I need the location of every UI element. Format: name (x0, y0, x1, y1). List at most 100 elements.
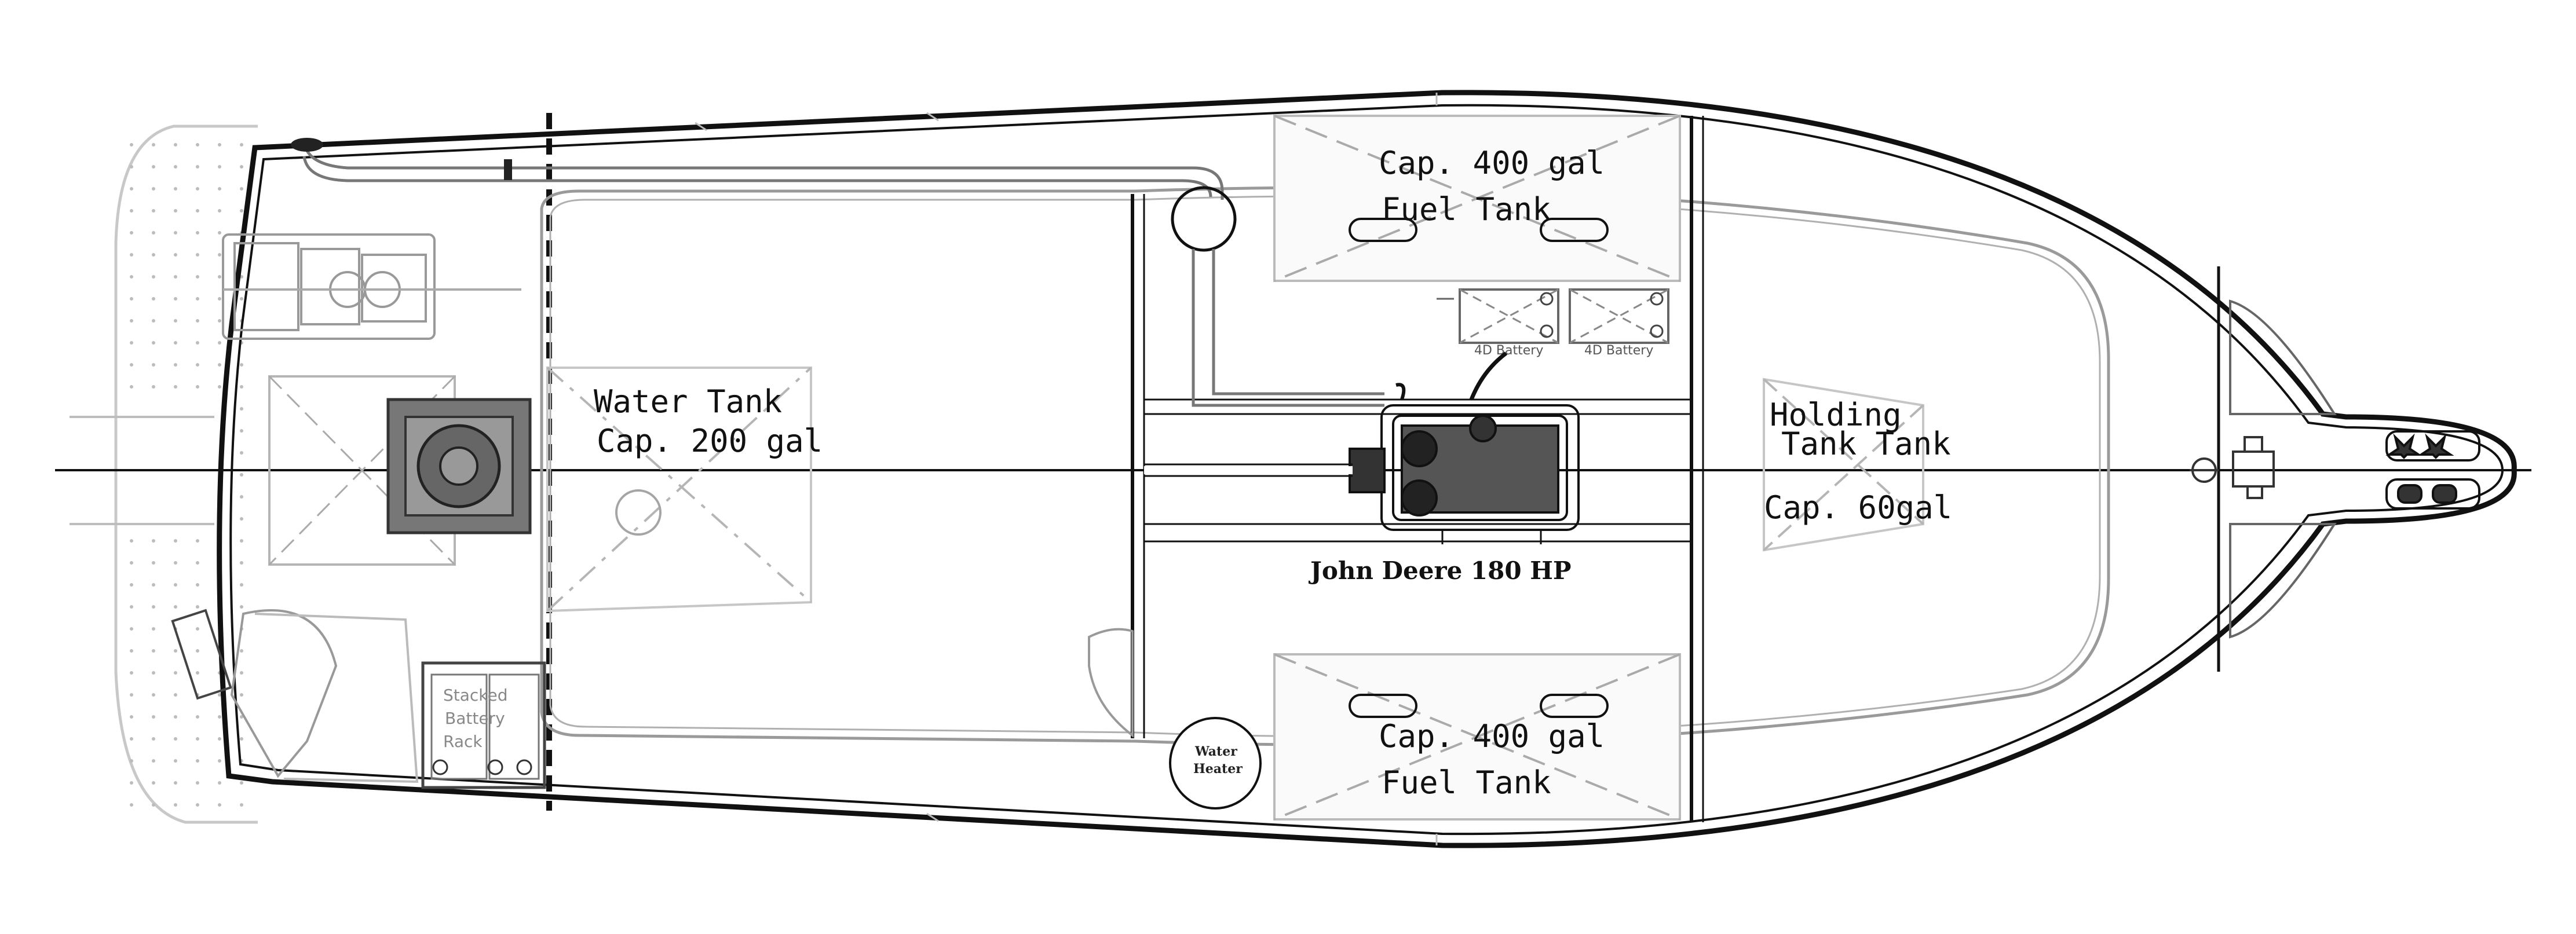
platform-stipple-dot (196, 539, 199, 543)
platform-stipple-dot (240, 451, 243, 455)
platform-stipple-dot (152, 627, 155, 631)
platform-stipple-dot (240, 187, 243, 191)
platform-stipple-dot (196, 275, 199, 279)
platform-stipple-dot (174, 385, 177, 389)
holding-tank-capacity: Cap. 60gal (1764, 489, 1952, 526)
platform-stipple-dot (196, 671, 199, 675)
holding-tank: Holding Tank Tank Cap. 60gal (1763, 378, 1952, 552)
platform-stipple-dot (196, 187, 199, 191)
platform-stipple-dot (196, 385, 199, 389)
platform-stipple-dot (240, 429, 243, 433)
platform-stipple-dot (240, 605, 243, 609)
platform-stipple-dot (218, 187, 221, 191)
swim-platform (70, 124, 258, 824)
water-heater-label-line1: Water (1194, 744, 1237, 759)
platform-stipple-dot (174, 187, 177, 191)
platform-stipple-dot (218, 297, 221, 301)
platform-stipple-dot (196, 781, 199, 785)
platform-stipple-dot (240, 561, 243, 565)
battery-rack-label-line1: Stacked (443, 686, 508, 705)
battery-rack-label-line3: Rack (443, 732, 483, 751)
anchor-locker (2229, 299, 2337, 639)
platform-stipple-dot (240, 385, 243, 389)
cockpit-chair (171, 609, 419, 783)
platform-stipple-dot (218, 165, 221, 169)
platform-stipple-dot (218, 363, 221, 367)
platform-stipple-dot (130, 363, 133, 367)
water-heater-label-line2: Heater (1193, 761, 1243, 776)
platform-stipple-dot (240, 715, 243, 719)
fuel-tank-top: Cap. 400 gal Fuel Tank (1273, 115, 1681, 282)
platform-stipple-dot (196, 561, 199, 565)
fuel-tank-top-label: Fuel Tank (1382, 191, 1551, 228)
platform-stipple-dot (152, 165, 155, 169)
platform-stipple-dot (130, 539, 133, 543)
platform-stipple-dot (152, 253, 155, 257)
platform-stipple-dot (130, 715, 133, 719)
platform-stipple-dot (218, 803, 221, 807)
battery-bank: 4D Battery 4D Battery (1437, 288, 1669, 358)
platform-stipple-dot (130, 737, 133, 741)
exhaust-system (302, 141, 1384, 407)
exhaust-outlet (291, 138, 323, 152)
platform-stipple-dot (218, 385, 221, 389)
platform-stipple-dot (196, 253, 199, 257)
windlass (2190, 436, 2275, 499)
water-tank-label: Water Tank (594, 383, 782, 420)
platform-stipple-dot (240, 649, 243, 653)
platform-stipple-dot (152, 605, 155, 609)
platform-stipple-dot (130, 759, 133, 763)
water-heater: Water Heater (1169, 717, 1262, 810)
platform-stipple-dot (174, 649, 177, 653)
platform-stipple-dot (152, 803, 155, 807)
platform-stipple-dot (130, 561, 133, 565)
platform-stipple-dot (218, 715, 221, 719)
platform-stipple-dot (130, 143, 133, 146)
stacked-battery-rack: Stacked Battery Rack (421, 661, 546, 789)
platform-stipple-dot (174, 803, 177, 807)
platform-stipple-dot (174, 341, 177, 345)
platform-stipple-dot (152, 385, 155, 389)
platform-stipple-dot (196, 231, 199, 235)
platform-stipple-dot (174, 737, 177, 741)
platform-stipple-dot (240, 297, 243, 301)
battery-rack-label-line2: Battery (445, 709, 505, 728)
platform-stipple-dot (218, 253, 221, 257)
platform-stipple-dot (174, 275, 177, 279)
platform-stipple-dot (196, 297, 199, 301)
platform-stipple-dot (152, 319, 155, 323)
platform-stipple-dot (130, 583, 133, 587)
platform-stipple-dot (174, 297, 177, 301)
platform-stipple-dot (218, 319, 221, 323)
john-deere-engine (1144, 351, 1580, 544)
fuel-tank-top-capacity: Cap. 400 gal (1379, 145, 1605, 181)
platform-stipple-dot (152, 759, 155, 763)
platform-stipple-dot (196, 209, 199, 213)
platform-stipple-dot (152, 715, 155, 719)
platform-stipple-dot (174, 253, 177, 257)
platform-stipple-dot (130, 209, 133, 213)
platform-stipple-dot (196, 715, 199, 719)
platform-stipple-dot (152, 737, 155, 741)
platform-stipple-dot (196, 803, 199, 807)
platform-stipple-dot (240, 781, 243, 785)
platform-stipple-dot (174, 231, 177, 235)
platform-stipple-dot (130, 649, 133, 653)
platform-stipple-dot (130, 693, 133, 697)
platform-stipple-dot (152, 693, 155, 697)
platform-stipple-dot (240, 803, 243, 807)
generator-unit (222, 233, 521, 340)
platform-stipple-dot (240, 737, 243, 741)
fuel-tank-bottom: Cap. 400 gal Fuel Tank (1273, 653, 1681, 821)
platform-stipple-dot (130, 671, 133, 675)
platform-stipple-dot (218, 693, 221, 697)
platform-stipple-dot (196, 341, 199, 345)
platform-stipple-dot (240, 517, 243, 521)
platform-stipple-dot (240, 693, 243, 697)
platform-stipple-dot (196, 319, 199, 323)
platform-stipple-dot (240, 275, 243, 279)
holding-tank-label-line1: Holding (1770, 397, 1902, 433)
platform-stipple-dot (130, 803, 133, 807)
holding-tank-label-line2: Tank Tank (1781, 426, 1951, 462)
platform-stipple-dot (130, 253, 133, 257)
